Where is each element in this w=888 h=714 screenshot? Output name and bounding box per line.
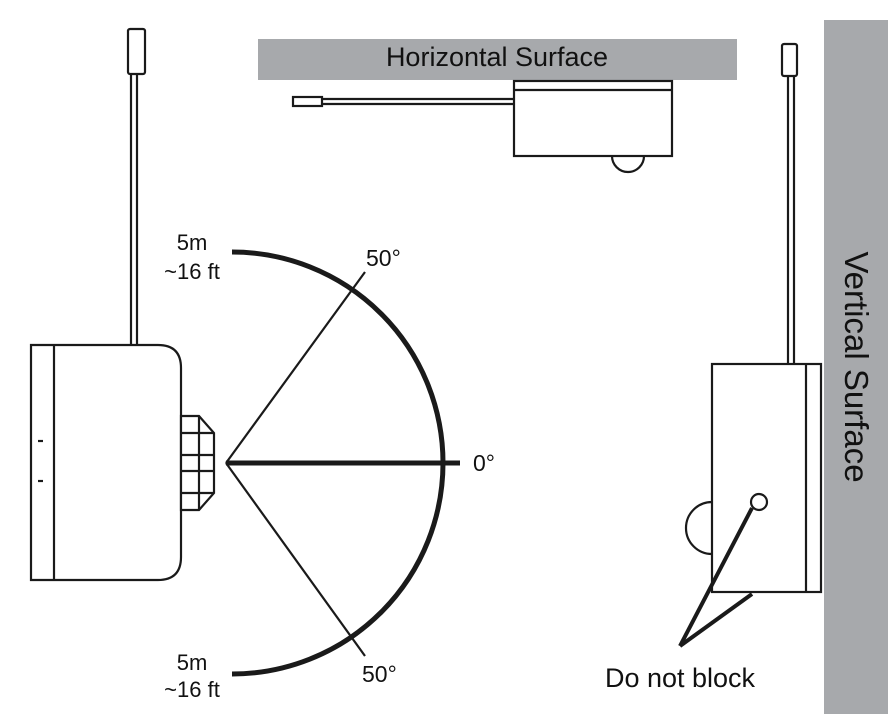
top-range-meters: 5m bbox=[177, 230, 208, 255]
wall-sensor-body bbox=[710, 362, 823, 594]
pointer-line-to-gap bbox=[678, 592, 754, 648]
horizontal-surface: Horizontal Surface bbox=[258, 39, 737, 80]
bottom-range-feet: ~16 ft bbox=[164, 677, 220, 702]
do-not-block-label: Do not block bbox=[605, 663, 756, 693]
horizontal-surface-label: Horizontal Surface bbox=[386, 42, 608, 72]
wall-sensor-light-sensor bbox=[749, 492, 769, 512]
wall-mounted-sensor bbox=[684, 42, 823, 594]
vertical-surface-label: Vertical Surface bbox=[838, 251, 875, 482]
lower-angle-label: 50° bbox=[362, 661, 397, 687]
ceiling-sensor-body bbox=[512, 79, 674, 158]
wall-sensor-lens bbox=[684, 500, 713, 556]
vertical-surface-bar bbox=[824, 20, 888, 714]
upper-angle-label: 50° bbox=[366, 245, 401, 271]
side-sensor-lens bbox=[179, 414, 216, 512]
side-sensor-body bbox=[29, 343, 183, 582]
center-angle-label: 0° bbox=[473, 450, 495, 476]
upper-angle-line bbox=[225, 271, 366, 464]
horizontal-surface-bar bbox=[258, 39, 737, 80]
ceiling-sensor-antenna-tip bbox=[291, 95, 324, 108]
side-view-sensor bbox=[29, 27, 216, 582]
ceiling-sensor-lens bbox=[610, 155, 646, 174]
ceiling-mounted-sensor bbox=[291, 79, 674, 174]
do-not-block-pointer bbox=[678, 507, 754, 648]
side-sensor-antenna-tip bbox=[126, 27, 147, 76]
pointer-line-to-sensor bbox=[678, 507, 754, 647]
wall-sensor-antenna-tip bbox=[780, 42, 799, 78]
vertical-surface: Vertical Surface bbox=[824, 20, 888, 714]
detection-coverage bbox=[225, 249, 460, 677]
bottom-range-meters: 5m bbox=[177, 650, 208, 675]
top-range-feet: ~16 ft bbox=[164, 259, 220, 284]
lower-angle-line bbox=[225, 462, 366, 657]
